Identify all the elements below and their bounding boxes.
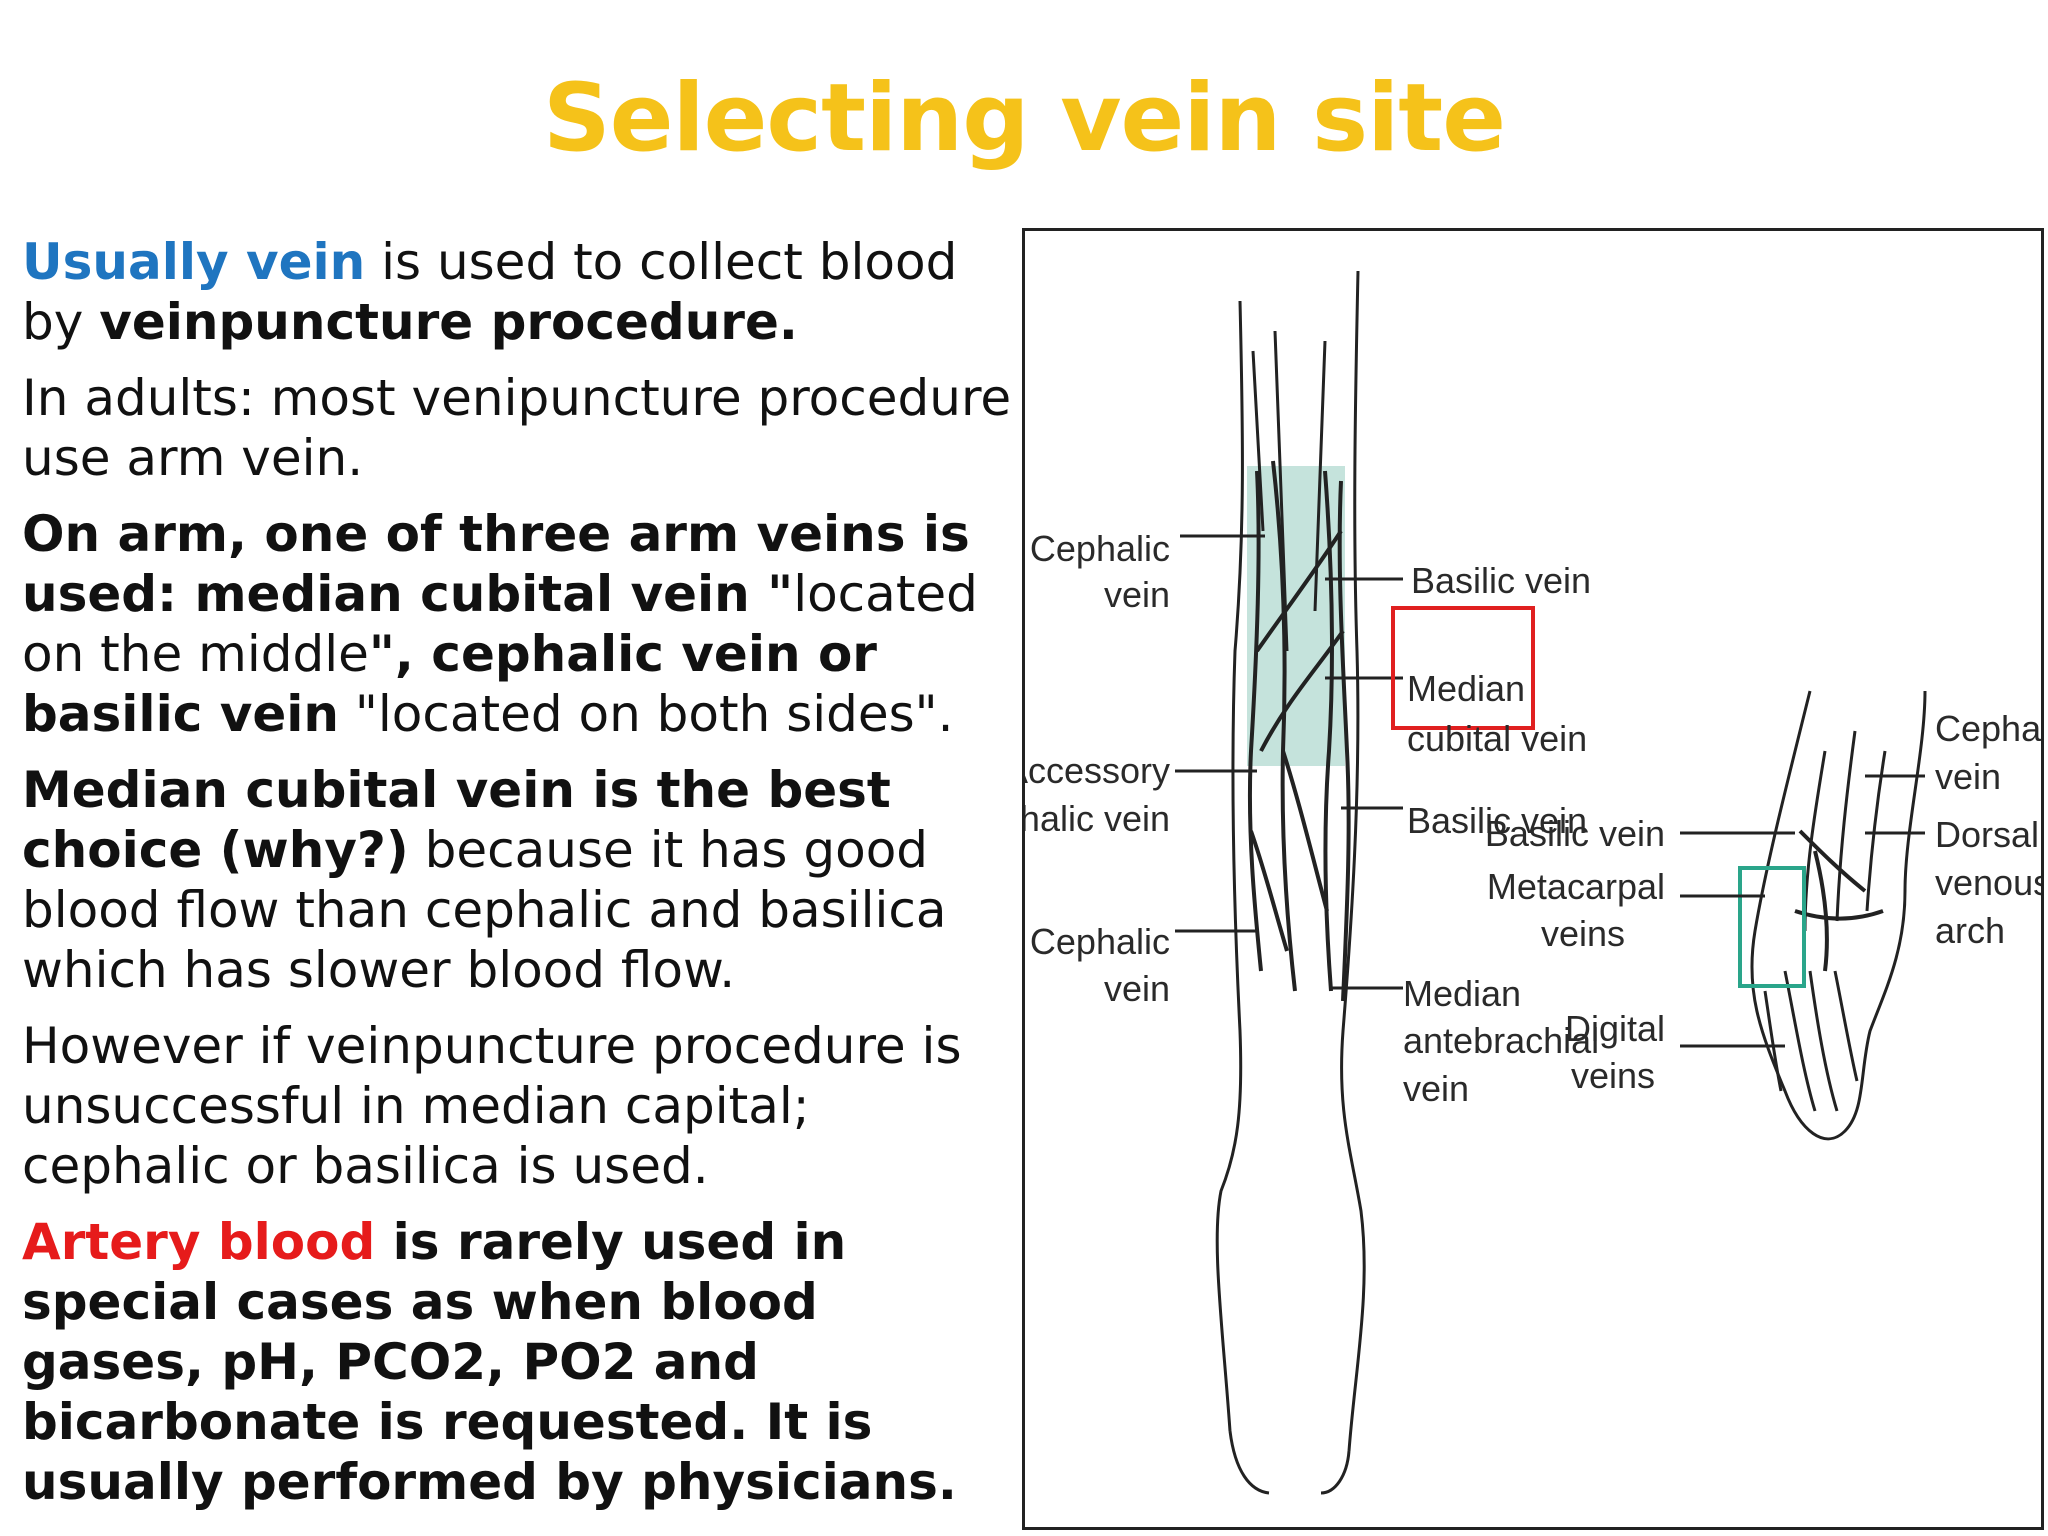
dorsal-arch-highlight-box [1738, 866, 1806, 988]
label-dorsal-3: arch [1935, 910, 2005, 951]
label-accessory-1: Accessory [1025, 750, 1170, 791]
p3-text-1: located on the middle [22, 565, 978, 683]
arm-outline [1215, 270, 1366, 1495]
label-median-cubital-1: Median [1407, 668, 1525, 709]
label-basilic-lower: Basilic vein [1407, 800, 1587, 841]
paragraph-artery-blood: Artery blood is rarely used in special c… [22, 1212, 1012, 1512]
label-hand-basilic: Basilic vein [1485, 813, 1665, 854]
label-metacarpal-1: Metacarpal [1487, 866, 1665, 907]
paragraph-arm-veins: On arm, one of three arm veins is used: … [22, 504, 1012, 744]
label-cephalic-lower-2: vein [1104, 968, 1170, 1009]
label-hand-cephalic-2: vein [1935, 756, 2001, 797]
paragraph-however: However if veinpuncture procedure is uns… [22, 1017, 962, 1195]
hand-leader-lines [1680, 774, 1925, 1048]
paragraph-best-choice: Median cubital vein is the best choice (… [22, 760, 1012, 1000]
p4-text: because it has good blood flow than ceph… [22, 821, 947, 999]
label-digital-1: Digital [1565, 1008, 1665, 1049]
slide-title: Selecting vein site [543, 64, 1506, 173]
paragraph-usually-vein: Usually vein is used to collect blood by… [22, 232, 1012, 352]
arm-leader-lines [1175, 534, 1403, 990]
label-median-cubital-2: cubital vein [1407, 718, 1587, 759]
label-basilic-upper: Basilic vein [1411, 560, 1591, 601]
arm-veins [1247, 460, 1351, 1002]
p3-bold-1: On arm, one of three arm veins is used: … [22, 505, 970, 623]
label-dorsal-2: venous [1935, 862, 2041, 903]
paragraph-adults: In adults: most venipuncture procedure u… [22, 369, 1012, 487]
body-text: Usually vein is used to collect blood by… [22, 232, 1012, 1528]
highlight-usually-vein: Usually vein [22, 233, 366, 291]
vein-diagram: Cephalic vein Accessory cephalic vein Ce… [1022, 228, 2044, 1530]
label-median-ante-3: vein [1403, 1068, 1469, 1109]
label-dorsal-1: Dorsal [1935, 814, 2039, 855]
label-metacarpal-2: veins [1541, 913, 1625, 954]
label-cephalic-lower-1: Cephalic [1030, 921, 1170, 962]
label-digital-2: veins [1571, 1055, 1655, 1096]
p3-text-2: "located on both sides". [339, 685, 954, 743]
p1-text: is used to collect blood by [22, 233, 958, 351]
highlight-artery-blood: Artery blood [22, 1213, 376, 1271]
label-cephalic-upper-1: Cephalic [1030, 528, 1170, 569]
p6-bold: is rarely used in special cases as when … [22, 1213, 957, 1511]
hand-outline [1750, 690, 1927, 1141]
vein-diagram-drawing: Cephalic vein Accessory cephalic vein Ce… [1025, 270, 2041, 1495]
median-cubital-highlight-box [1391, 606, 1535, 730]
label-median-ante-2: antebrachial [1403, 1020, 1599, 1061]
label-hand-cephalic-1: Cephalic [1935, 708, 2041, 749]
p3-bold-2: ", cephalic vein or basilic vein [22, 625, 877, 743]
p1-bold: veinpuncture procedure. [99, 293, 798, 351]
label-accessory-2: cephalic vein [1025, 798, 1170, 839]
label-median-ante-1: Median [1403, 973, 1521, 1014]
label-cephalic-upper-2: vein [1104, 574, 1170, 615]
p4-bold: Median cubital vein is the best choice (… [22, 761, 891, 879]
